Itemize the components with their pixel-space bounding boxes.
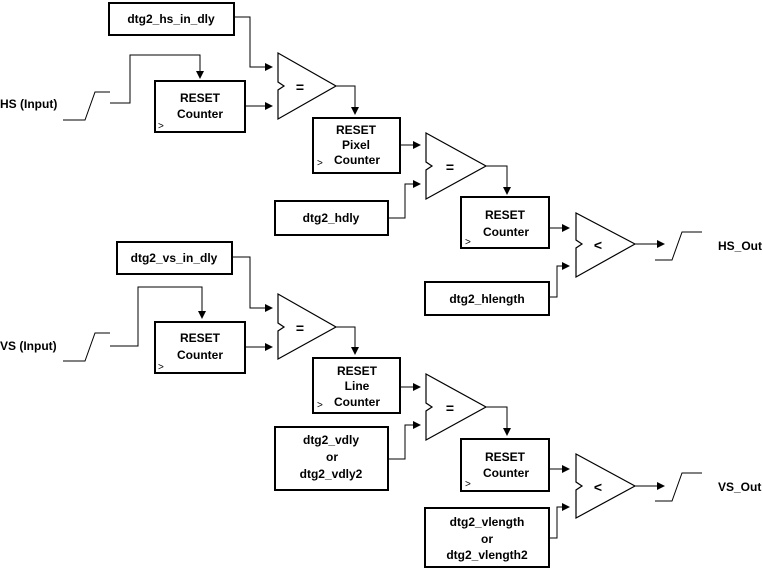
vs-counter-2-name: Counter: [483, 466, 529, 480]
vlength-register: [424, 507, 550, 568]
vs-comparator-2-symbol: =: [446, 400, 454, 416]
hs-comparator-2: [425, 131, 488, 201]
hlength-label: dtg2_hlength: [449, 292, 524, 306]
hs-reset-wire: [110, 54, 204, 104]
vlength-wire: [549, 503, 570, 539]
pixel-counter: [312, 117, 401, 174]
vdly-or: or: [326, 450, 338, 464]
hs-in-dly-label: dtg2_hs_in_dly: [127, 12, 215, 26]
vs-comparator-3: [575, 452, 637, 520]
hs-counter-1-name: Counter: [177, 107, 223, 121]
vs-comparator-2: [425, 372, 488, 442]
vlength-line2: dtg2_vlength2: [446, 548, 528, 562]
hlength-register: [424, 281, 550, 316]
hs-out-label: HS_Out: [718, 239, 762, 253]
vs-comparator-1: [277, 292, 338, 361]
line-counter: [312, 357, 401, 414]
hs-counter-2-clock: >: [465, 237, 471, 248]
vdly-line2: dtg2_vdly2: [300, 467, 363, 481]
line-counter-clock: >: [317, 400, 323, 411]
vdly-wire: [388, 421, 421, 460]
hs-in-dly-wire: [234, 16, 273, 71]
vs-input-waveform: [63, 332, 110, 362]
vs-counter-2: [460, 438, 550, 492]
vs-out-label: VS_Out: [718, 480, 761, 494]
vs-comparator-3-symbol: <: [594, 479, 602, 495]
hs-input-waveform: [63, 91, 110, 121]
hs-comparator-1-symbol: =: [296, 79, 304, 95]
pixel-counter-line2: Counter: [334, 153, 380, 167]
line-counter-line1: Line: [345, 379, 370, 393]
hs-counter-1-reset: RESET: [180, 91, 221, 105]
vs-reset-wire: [110, 286, 206, 347]
line-counter-line2: Counter: [334, 395, 380, 409]
hs-comparator-2-symbol: =: [446, 159, 454, 175]
hs-out-waveform: [655, 231, 702, 261]
vs-counter-1-name: Counter: [177, 348, 223, 362]
vs-input-label: VS (Input): [0, 339, 57, 353]
vs-counter-1: [154, 321, 246, 374]
hs-comp-2-out-wire: [486, 165, 511, 195]
vlength-line1: dtg2_vlength: [450, 515, 525, 529]
vlength-or: or: [481, 532, 493, 546]
horizontal-section: dtg2_hs_in_dly HS (Input) RESET Counter …: [0, 2, 762, 316]
hs-counter-1: [154, 80, 246, 133]
hdly-label: dtg2_hdly: [303, 211, 360, 225]
hs-counter-2-reset: RESET: [485, 208, 526, 222]
hs-comparator-1: [277, 51, 338, 121]
vs-counter-2-clock: >: [465, 479, 471, 490]
hdly-register: [274, 200, 389, 236]
vs-out-waveform: [655, 472, 702, 502]
vs-in-dly-label: dtg2_vs_in_dly: [131, 251, 218, 265]
vs-comp-1-out-wire: [336, 326, 359, 355]
vs-counter-2-reset: RESET: [485, 450, 526, 464]
vs-in-dly-register: [116, 241, 233, 275]
vs-comp-2-out-wire: [486, 406, 511, 436]
hs-counter-2-name: Counter: [483, 225, 529, 239]
pixel-counter-reset: RESET: [336, 123, 377, 137]
pixel-counter-clock: >: [317, 158, 323, 169]
hs-comp-1-out-wire: [336, 85, 359, 115]
hs-comparator-3: [575, 212, 637, 279]
hs-in-dly-register: [108, 2, 235, 36]
vs-counter-1-reset: RESET: [180, 331, 221, 345]
pixel-counter-line1: Pixel: [342, 138, 370, 152]
hdly-wire: [388, 180, 421, 219]
hlength-wire: [549, 262, 570, 298]
hs-counter-2: [460, 196, 550, 249]
hs-comparator-3-symbol: <: [594, 237, 602, 253]
vdly-register: [274, 426, 389, 491]
vdly-line1: dtg2_vdly: [303, 433, 359, 447]
vs-counter-1-clock: >: [158, 362, 164, 373]
line-counter-reset: RESET: [337, 364, 378, 378]
hs-input-label: HS (Input): [0, 97, 57, 111]
vertical-section: dtg2_vs_in_dly VS (Input) RESET Counter …: [0, 241, 761, 568]
vs-in-dly-wire: [232, 256, 273, 312]
hs-counter-1-clock: >: [158, 121, 164, 132]
vs-comparator-1-symbol: =: [296, 320, 304, 336]
